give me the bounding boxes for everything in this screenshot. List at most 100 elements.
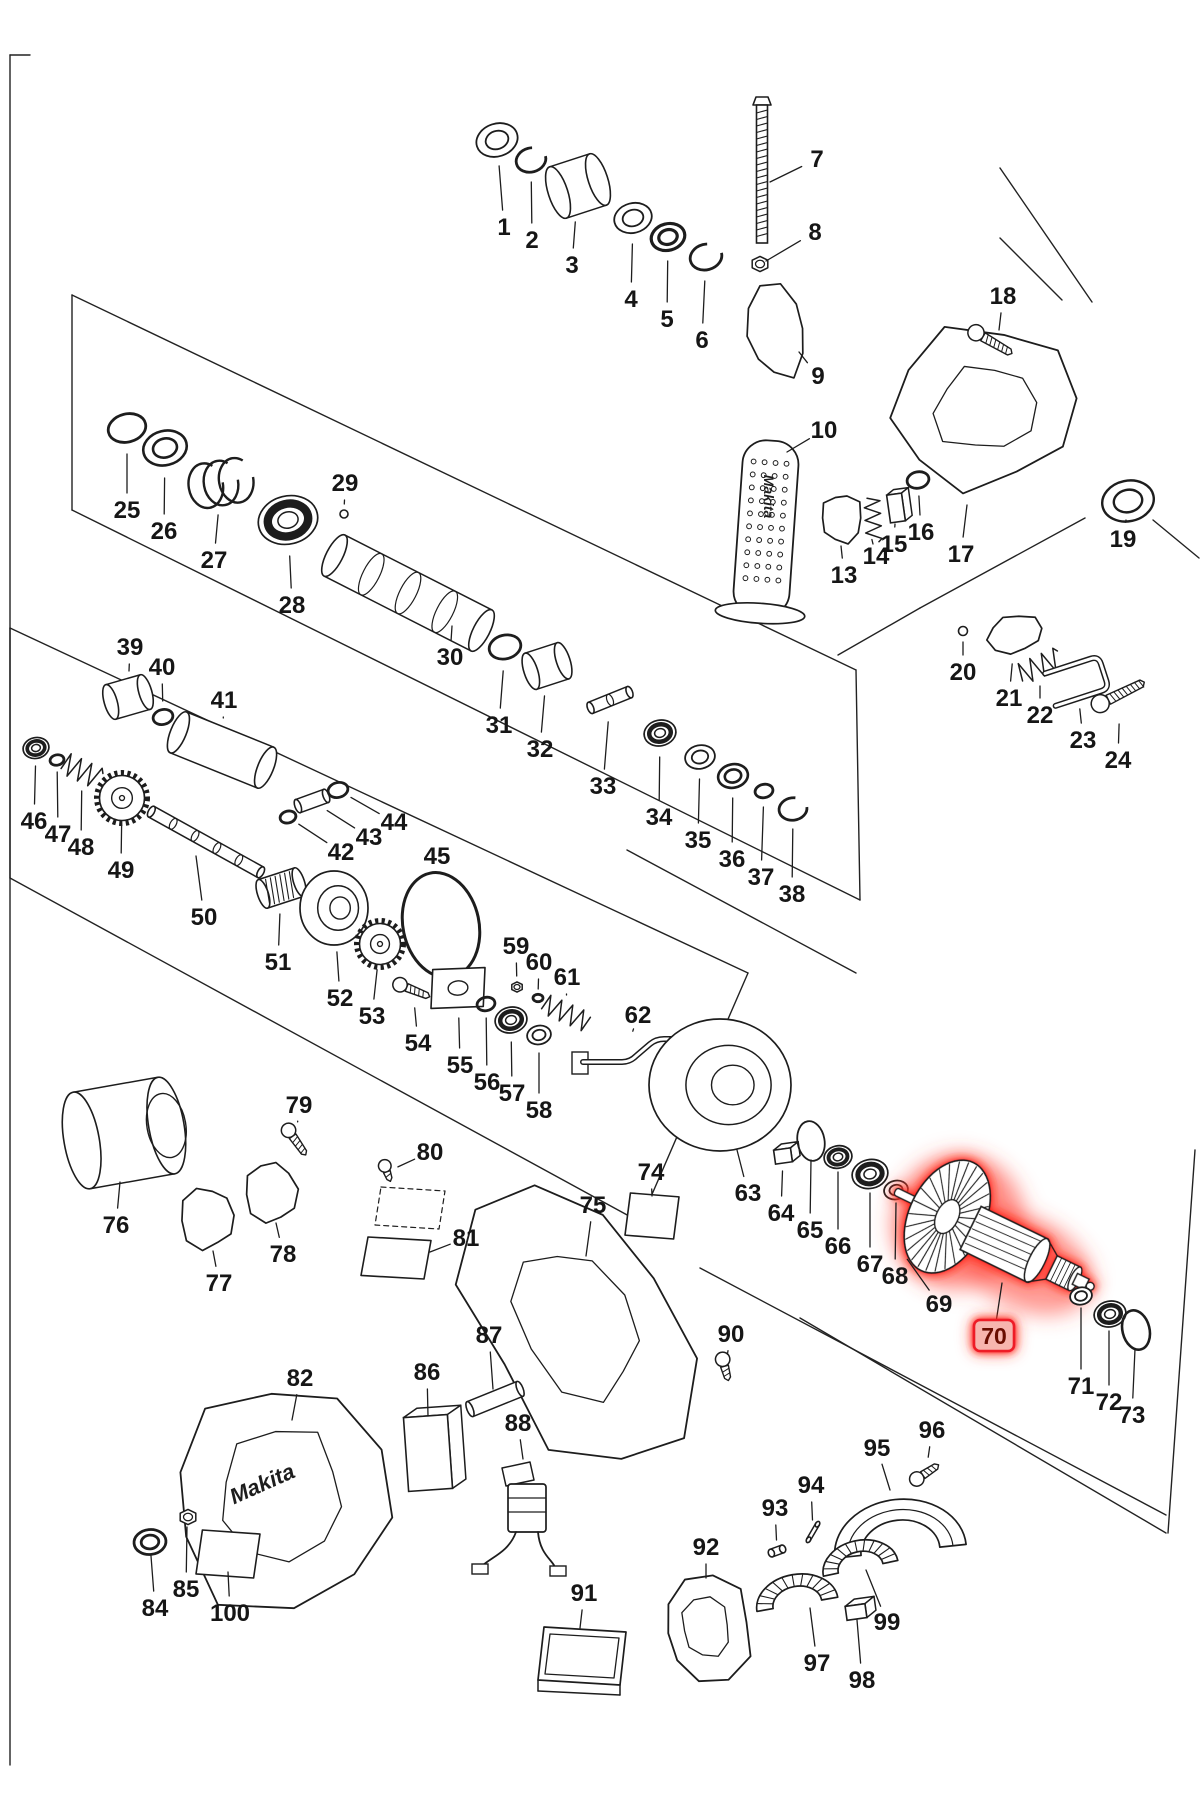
part-label-25[interactable]: 25 bbox=[114, 497, 141, 524]
part-label-14[interactable]: 14 bbox=[863, 543, 890, 570]
part-label-62[interactable]: 62 bbox=[625, 1002, 652, 1029]
part-label-51[interactable]: 51 bbox=[265, 949, 292, 976]
part-label-85[interactable]: 85 bbox=[173, 1576, 200, 1603]
leader-line-52 bbox=[336, 951, 340, 982]
part-57 bbox=[494, 1006, 528, 1034]
part-label-13[interactable]: 13 bbox=[831, 562, 858, 589]
part-label-58[interactable]: 58 bbox=[526, 1097, 553, 1124]
part-label-74[interactable]: 74 bbox=[638, 1159, 665, 1186]
part-31 bbox=[487, 633, 523, 661]
part-label-41[interactable]: 41 bbox=[211, 687, 238, 714]
part-label-26[interactable]: 26 bbox=[151, 518, 178, 545]
part-label-88[interactable]: 88 bbox=[505, 1410, 532, 1437]
part-label-56[interactable]: 56 bbox=[474, 1069, 501, 1096]
part-label-78[interactable]: 78 bbox=[270, 1241, 297, 1268]
part-label-48[interactable]: 48 bbox=[68, 834, 95, 861]
part-label-16[interactable]: 16 bbox=[908, 519, 935, 546]
part-label-92[interactable]: 92 bbox=[693, 1534, 720, 1561]
part-label-67[interactable]: 67 bbox=[857, 1251, 884, 1278]
part-label-20[interactable]: 20 bbox=[950, 659, 977, 686]
part-label-53[interactable]: 53 bbox=[359, 1003, 386, 1030]
part-label-96[interactable]: 96 bbox=[919, 1417, 946, 1444]
part-label-1[interactable]: 1 bbox=[497, 214, 510, 241]
part-label-29[interactable]: 29 bbox=[332, 470, 359, 497]
part-label-4[interactable]: 4 bbox=[624, 286, 638, 313]
part-label-27[interactable]: 27 bbox=[201, 547, 228, 574]
part-label-84[interactable]: 84 bbox=[142, 1595, 169, 1622]
part-label-47[interactable]: 47 bbox=[45, 821, 72, 848]
part-label-42[interactable]: 42 bbox=[328, 839, 355, 866]
part-label-94[interactable]: 94 bbox=[798, 1472, 825, 1499]
part-label-70-highlighted-badge[interactable]: 70 bbox=[972, 1318, 1016, 1353]
part-label-45[interactable]: 45 bbox=[424, 843, 451, 870]
part-label-44[interactable]: 44 bbox=[381, 809, 408, 836]
part-label-52[interactable]: 52 bbox=[327, 985, 354, 1012]
part-label-3[interactable]: 3 bbox=[565, 252, 578, 279]
part-label-75[interactable]: 75 bbox=[580, 1192, 607, 1219]
part-label-82[interactable]: 82 bbox=[287, 1365, 314, 1392]
part-label-36[interactable]: 36 bbox=[719, 846, 746, 873]
part-label-66[interactable]: 66 bbox=[825, 1233, 852, 1260]
part-label-15[interactable]: 15 bbox=[881, 531, 908, 558]
part-label-23[interactable]: 23 bbox=[1070, 727, 1097, 754]
part-label-59[interactable]: 59 bbox=[503, 933, 530, 960]
part-label-33[interactable]: 33 bbox=[590, 773, 617, 800]
part-label-81[interactable]: 81 bbox=[453, 1225, 480, 1252]
part-label-28[interactable]: 28 bbox=[279, 592, 306, 619]
part-label-31[interactable]: 31 bbox=[486, 712, 513, 739]
part-label-39[interactable]: 39 bbox=[117, 634, 144, 661]
part-label-97[interactable]: 97 bbox=[804, 1650, 831, 1677]
part-label-49[interactable]: 49 bbox=[108, 857, 135, 884]
part-label-69[interactable]: 69 bbox=[926, 1291, 953, 1318]
part-label-76[interactable]: 76 bbox=[103, 1212, 130, 1239]
part-label-87[interactable]: 87 bbox=[476, 1322, 503, 1349]
part-label-40[interactable]: 40 bbox=[149, 654, 176, 681]
part-label-38[interactable]: 38 bbox=[779, 881, 806, 908]
part-label-61[interactable]: 61 bbox=[554, 964, 581, 991]
part-label-50[interactable]: 50 bbox=[191, 904, 218, 931]
part-label-93[interactable]: 93 bbox=[762, 1495, 789, 1522]
part-label-71[interactable]: 71 bbox=[1068, 1373, 1095, 1400]
part-label-79[interactable]: 79 bbox=[286, 1092, 313, 1119]
part-label-68[interactable]: 68 bbox=[882, 1263, 909, 1290]
part-label-22[interactable]: 22 bbox=[1027, 702, 1054, 729]
part-label-34[interactable]: 34 bbox=[646, 804, 673, 831]
part-label-65[interactable]: 65 bbox=[797, 1217, 824, 1244]
part-label-86[interactable]: 86 bbox=[414, 1359, 441, 1386]
part-label-30[interactable]: 30 bbox=[437, 644, 464, 671]
part-label-73[interactable]: 73 bbox=[1119, 1402, 1146, 1429]
part-label-63[interactable]: 63 bbox=[735, 1180, 762, 1207]
leader-line-21 bbox=[1009, 663, 1013, 682]
part-label-17[interactable]: 17 bbox=[948, 541, 975, 568]
part-label-32[interactable]: 32 bbox=[527, 736, 554, 763]
part-label-6[interactable]: 6 bbox=[695, 327, 708, 354]
part-label-18[interactable]: 18 bbox=[990, 283, 1017, 310]
part-label-98[interactable]: 98 bbox=[849, 1667, 876, 1694]
part-label-80[interactable]: 80 bbox=[417, 1139, 444, 1166]
part-label-54[interactable]: 54 bbox=[405, 1030, 432, 1057]
part-label-19[interactable]: 19 bbox=[1110, 526, 1137, 553]
part-label-60[interactable]: 60 bbox=[526, 949, 553, 976]
part-label-77[interactable]: 77 bbox=[206, 1270, 233, 1297]
part-label-91[interactable]: 91 bbox=[571, 1580, 598, 1607]
part-label-21[interactable]: 21 bbox=[996, 685, 1023, 712]
part-label-7[interactable]: 7 bbox=[810, 146, 823, 173]
part-label-100[interactable]: 100 bbox=[210, 1600, 250, 1627]
part-label-64[interactable]: 64 bbox=[768, 1200, 795, 1227]
part-label-9[interactable]: 9 bbox=[811, 363, 824, 390]
part-label-43[interactable]: 43 bbox=[356, 824, 383, 851]
part-label-55[interactable]: 55 bbox=[447, 1052, 474, 1079]
part-label-5[interactable]: 5 bbox=[660, 306, 673, 333]
part-label-99[interactable]: 99 bbox=[874, 1609, 901, 1636]
part-label-37[interactable]: 37 bbox=[748, 864, 775, 891]
part-label-24[interactable]: 24 bbox=[1105, 747, 1132, 774]
part-label-90[interactable]: 90 bbox=[718, 1321, 745, 1348]
part-label-95[interactable]: 95 bbox=[864, 1435, 891, 1462]
part-label-46[interactable]: 46 bbox=[21, 808, 48, 835]
part-label-10[interactable]: 10 bbox=[811, 417, 838, 444]
part-label-8[interactable]: 8 bbox=[808, 219, 821, 246]
part-label-57[interactable]: 57 bbox=[499, 1080, 526, 1107]
part-label-72[interactable]: 72 bbox=[1096, 1389, 1123, 1416]
part-label-2[interactable]: 2 bbox=[525, 227, 538, 254]
part-label-35[interactable]: 35 bbox=[685, 827, 712, 854]
